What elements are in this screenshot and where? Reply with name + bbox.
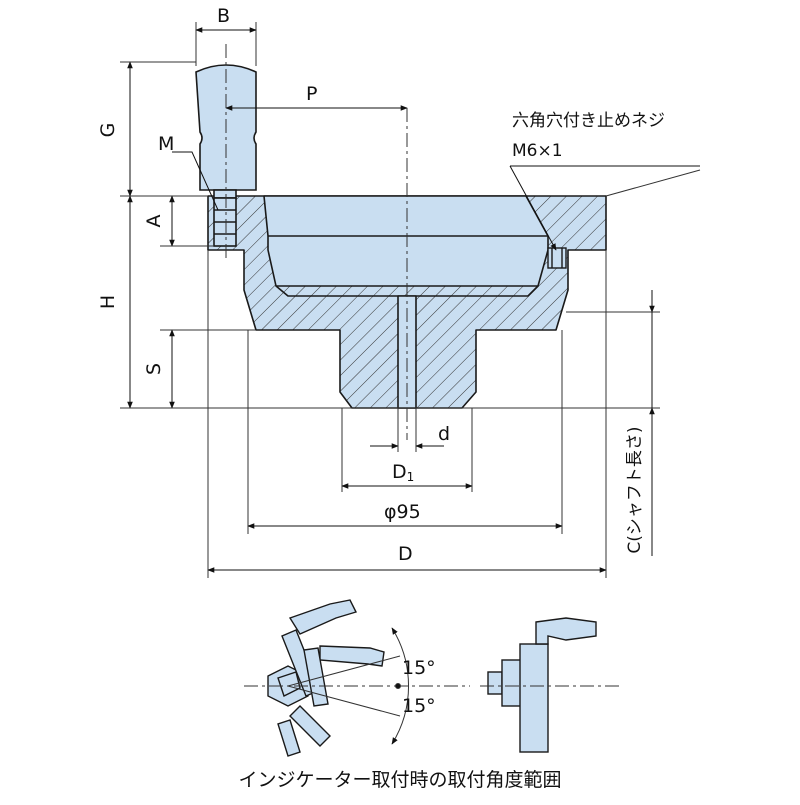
- setscrew-note-line2: M6×1: [512, 141, 563, 161]
- extension-lines: [120, 22, 701, 578]
- inset-handle-lower: [289, 705, 331, 747]
- dim-label-phi95: φ95: [384, 501, 421, 523]
- inset-caption: インジケーター取付時の取付角度範囲: [238, 769, 561, 791]
- dim-label-b: B: [217, 5, 230, 27]
- wheel-bore: [263, 195, 549, 287]
- setscrew-note-line1: 六角穴付き止めネジ: [512, 111, 665, 131]
- dim-label-p: P: [306, 83, 317, 105]
- dim-label-c-shaft: C(シャフト長さ): [625, 426, 645, 553]
- dim-label-m: M: [158, 133, 174, 155]
- dimension-labels: B G M P A H S d D1 φ95 D C(シャフト長さ) 六角穴付き…: [97, 5, 665, 565]
- center-lines: [225, 44, 408, 440]
- dim-label-s: S: [143, 363, 165, 375]
- dim-label-d1: D1: [392, 461, 414, 484]
- set-screw: [547, 247, 567, 269]
- dim-label-h: H: [97, 295, 119, 309]
- dim-label-d-small: d: [438, 423, 450, 445]
- inset-angle-top: 15°: [402, 657, 436, 679]
- inset-handle-upper: [288, 599, 357, 635]
- inset-construction-lines: [244, 627, 620, 745]
- inset-side-handle: [535, 617, 597, 645]
- inset-side-hub: [487, 671, 503, 695]
- inset-angle-bottom: 15°: [402, 695, 436, 717]
- handle-shank: [213, 189, 237, 199]
- dim-label-d-large: D: [398, 543, 413, 565]
- dimension-lines: [127, 27, 700, 573]
- dim-label-g: G: [97, 123, 119, 138]
- dim-label-a: A: [143, 215, 165, 228]
